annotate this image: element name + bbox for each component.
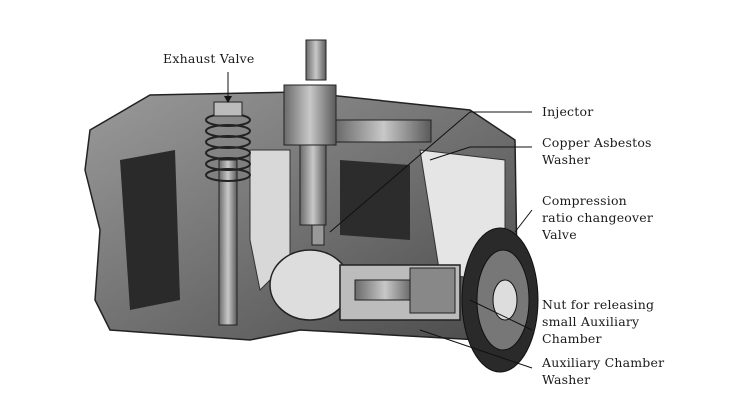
combustion-chamber <box>269 249 351 321</box>
label-compression-valve: Compression ratio changeover Valve <box>542 192 653 243</box>
water-passage <box>120 150 180 310</box>
label-line: Auxiliary Chamber <box>542 355 665 370</box>
injector <box>283 39 432 246</box>
label-line: Washer <box>542 152 591 167</box>
label-line: Washer <box>542 372 591 387</box>
auxiliary-chamber <box>339 264 461 321</box>
label-copper-washer: Copper Asbestos Washer <box>542 134 652 168</box>
label-line: Compression <box>542 193 627 208</box>
label-aux-washer: Auxiliary Chamber Washer <box>542 354 664 388</box>
label-line: Copper Asbestos <box>542 135 652 150</box>
label-line: Chamber <box>542 331 602 346</box>
label-line: ratio changeover <box>542 210 654 225</box>
water-jacket <box>340 160 410 240</box>
arrow-head <box>224 96 232 103</box>
leader-lines <box>227 72 533 369</box>
label-nut: Nut for releasing small Auxiliary Chambe… <box>542 296 654 347</box>
label-injector: Injector <box>542 104 594 119</box>
label-line: Nut for releasing <box>542 297 655 312</box>
label-line: Valve <box>542 227 577 242</box>
changeover-valve-handwheel <box>461 227 539 373</box>
label-exhaust-valve: Exhaust Valve <box>163 51 255 66</box>
exhaust-valve <box>205 101 251 326</box>
label-line: small Auxiliary <box>542 314 640 329</box>
